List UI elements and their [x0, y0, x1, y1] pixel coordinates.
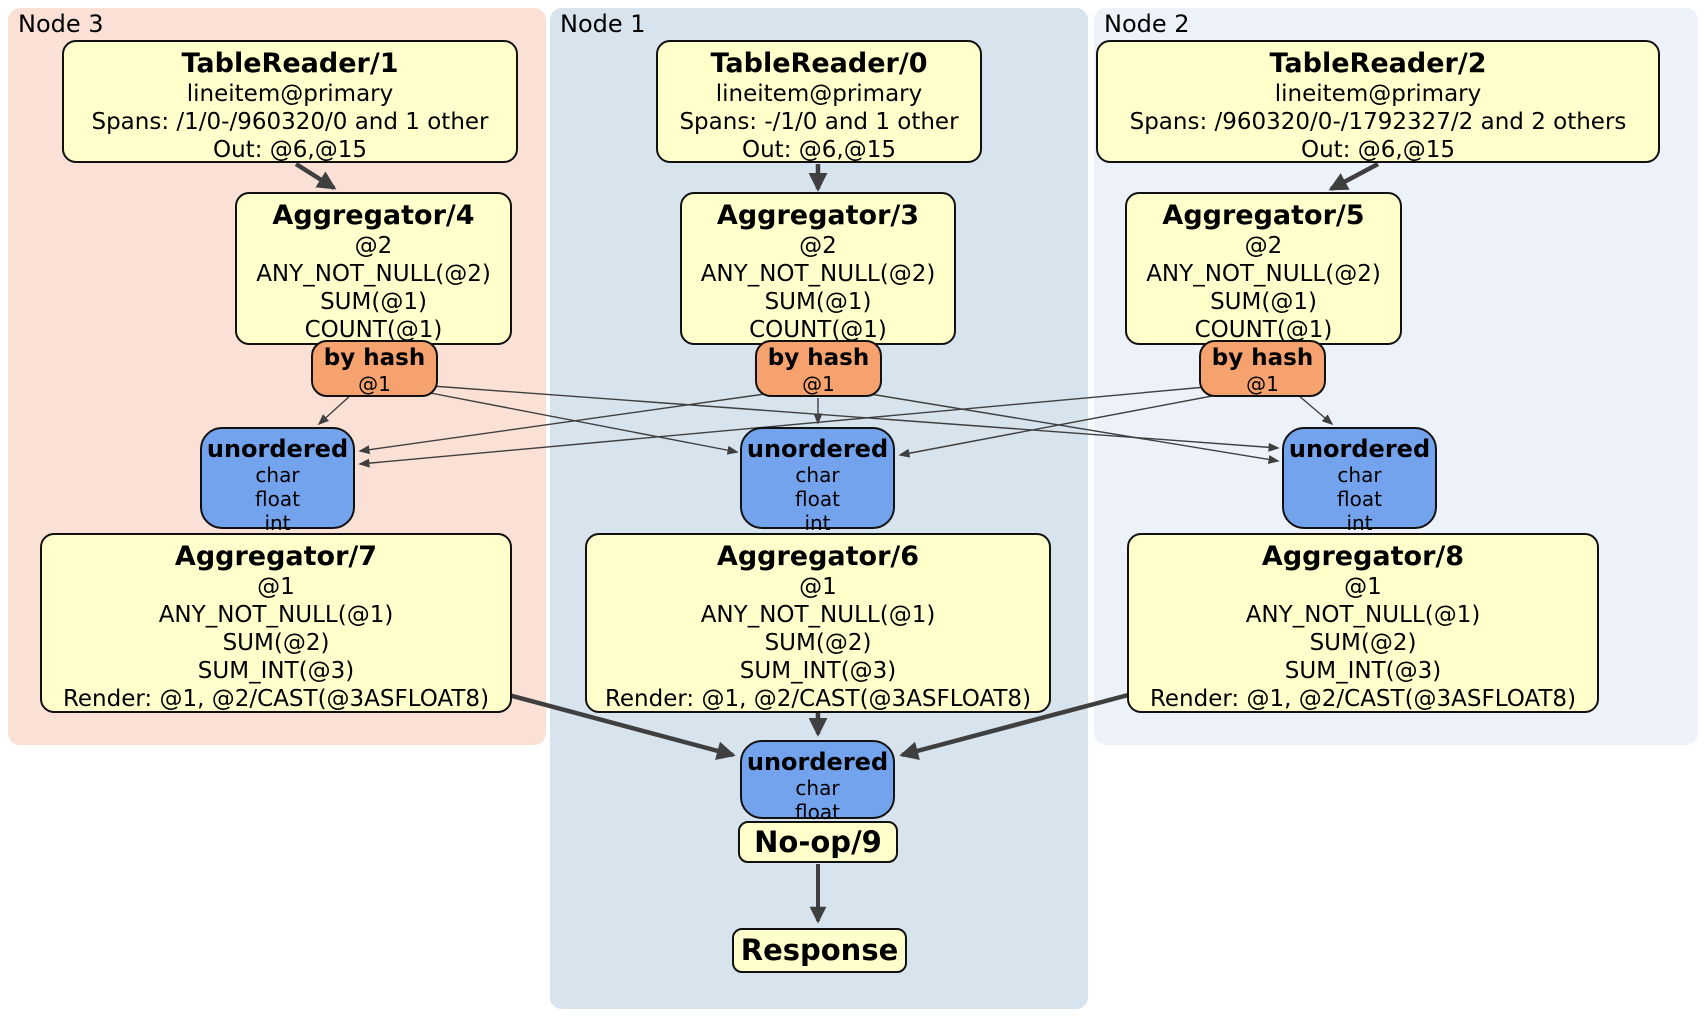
aggregator-5-fn2: SUM(@1): [1210, 289, 1317, 315]
tablereader-0-out: Out: @6,@15: [742, 137, 896, 163]
aggregator-7-title: Aggregator/7: [174, 541, 378, 572]
tablereader-2-title: TableReader/2: [1269, 48, 1487, 79]
sync-final-col2: float: [795, 800, 840, 824]
aggregator-8-group: @1: [1344, 574, 1382, 600]
tablereader-2-out: Out: @6,@15: [1301, 137, 1455, 163]
aggregator-7-group: @1: [257, 574, 295, 600]
aggregator-7-fn3: SUM_INT(@3): [197, 658, 355, 684]
tablereader-0-spans: Spans: -/1/0 and 1 other: [679, 109, 959, 135]
aggregator-8-render: Render: @1, @2/CAST(@3ASFLOAT8): [1149, 686, 1577, 712]
hash-router-node1: by hash @1: [755, 340, 882, 397]
aggregator-7-node: Aggregator/7 @1 ANY_NOT_NULL(@1) SUM(@2)…: [40, 533, 512, 713]
sync-final-col1: char: [795, 776, 840, 800]
aggregator-8-title: Aggregator/8: [1261, 541, 1465, 572]
aggregator-3-fn3: COUNT(@1): [749, 317, 887, 343]
aggregator-5-fn3: COUNT(@1): [1194, 317, 1333, 343]
aggregator-5-node: Aggregator/5 @2 ANY_NOT_NULL(@2) SUM(@1)…: [1125, 192, 1402, 345]
aggregator-4-fn1: ANY_NOT_NULL(@2): [256, 261, 491, 287]
node2-label: Node 2: [1104, 10, 1190, 38]
hash-router-node1-key: @1: [802, 372, 835, 396]
sync-node2-col1: char: [1337, 463, 1382, 487]
aggregator-5-title: Aggregator/5: [1162, 200, 1365, 231]
sync-node3-col3: int: [264, 511, 291, 535]
aggregator-6-fn1: ANY_NOT_NULL(@1): [700, 602, 936, 628]
tablereader-0-index: lineitem@primary: [715, 81, 923, 107]
sync-node2-col2: float: [1337, 487, 1382, 511]
sync-final-title: unordered: [746, 748, 889, 776]
aggregator-7-render: Render: @1, @2/CAST(@3ASFLOAT8): [62, 686, 490, 712]
aggregator-8-fn2: SUM(@2): [1309, 630, 1417, 656]
tablereader-1-index: lineitem@primary: [186, 81, 394, 107]
tablereader-1-out: Out: @6,@15: [213, 137, 367, 163]
hash-router-node3-key: @1: [358, 372, 391, 396]
aggregator-3-title: Aggregator/3: [716, 200, 920, 231]
hash-router-node2: by hash @1: [1199, 340, 1326, 397]
aggregator-8-fn3: SUM_INT(@3): [1284, 658, 1442, 684]
aggregator-4-fn3: COUNT(@1): [304, 317, 443, 343]
sync-node1-col1: char: [795, 463, 840, 487]
sync-node2-title: unordered: [1288, 435, 1431, 463]
node1-label: Node 1: [560, 10, 646, 38]
noop-title: No-op/9: [754, 825, 882, 859]
sync-unordered-final: unordered char float: [740, 740, 895, 824]
aggregator-3-fn2: SUM(@1): [764, 289, 872, 315]
hash-router-node1-title: by hash: [767, 345, 870, 371]
hash-router-node2-title: by hash: [1211, 345, 1314, 371]
sync-node3-title: unordered: [206, 435, 349, 463]
sync-node1-col2: float: [795, 487, 840, 511]
hash-router-node2-key: @1: [1246, 372, 1279, 396]
aggregator-6-render: Render: @1, @2/CAST(@3ASFLOAT8): [604, 686, 1032, 712]
tablereader-0-node: TableReader/0 lineitem@primary Spans: -/…: [656, 40, 982, 163]
sync-node1-title: unordered: [746, 435, 889, 463]
aggregator-6-title: Aggregator/6: [716, 541, 920, 572]
aggregator-4-title: Aggregator/4: [272, 200, 475, 231]
aggregator-3-node: Aggregator/3 @2 ANY_NOT_NULL(@2) SUM(@1)…: [680, 192, 956, 345]
noop-node: No-op/9: [738, 821, 898, 863]
sync-node1-col3: int: [804, 511, 831, 535]
node3-label: Node 3: [18, 10, 104, 38]
aggregator-4-group: @2: [354, 233, 393, 259]
aggregator-5-fn1: ANY_NOT_NULL(@2): [1146, 261, 1381, 287]
aggregator-6-fn3: SUM_INT(@3): [739, 658, 897, 684]
aggregator-5-group: @2: [1244, 233, 1283, 259]
aggregator-6-group: @1: [799, 574, 837, 600]
aggregator-3-group: @2: [799, 233, 837, 259]
tablereader-1-spans: Spans: /1/0-/960320/0 and 1 other: [91, 109, 489, 135]
tablereader-2-spans: Spans: /960320/0-/1792327/2 and 2 others: [1129, 109, 1627, 135]
response-node: Response: [732, 928, 907, 973]
tablereader-2-index: lineitem@primary: [1274, 81, 1482, 107]
sync-unordered-node2: unordered char float int: [1282, 427, 1437, 535]
aggregator-8-fn1: ANY_NOT_NULL(@1): [1245, 602, 1481, 628]
aggregator-4-node: Aggregator/4 @2 ANY_NOT_NULL(@2) SUM(@1)…: [235, 192, 512, 345]
tablereader-0-title: TableReader/0: [710, 48, 928, 79]
aggregator-6-node: Aggregator/6 @1 ANY_NOT_NULL(@1) SUM(@2)…: [585, 533, 1051, 713]
hash-router-node3-title: by hash: [323, 345, 426, 371]
tablereader-1-title: TableReader/1: [181, 48, 399, 79]
tablereader-1-node: TableReader/1 lineitem@primary Spans: /1…: [62, 40, 518, 163]
aggregator-4-fn2: SUM(@1): [320, 289, 427, 315]
sync-unordered-node1: unordered char float int: [740, 427, 895, 535]
response-title: Response: [740, 933, 899, 967]
sync-unordered-node3: unordered char float int: [200, 427, 355, 535]
sync-node3-col1: char: [255, 463, 300, 487]
aggregator-3-fn1: ANY_NOT_NULL(@2): [700, 261, 936, 287]
aggregator-7-fn2: SUM(@2): [222, 630, 330, 656]
aggregator-6-fn2: SUM(@2): [764, 630, 872, 656]
hash-router-node3: by hash @1: [311, 340, 438, 397]
sync-node2-col3: int: [1346, 511, 1373, 535]
aggregator-8-node: Aggregator/8 @1 ANY_NOT_NULL(@1) SUM(@2)…: [1127, 533, 1599, 713]
sync-node3-col2: float: [255, 487, 300, 511]
tablereader-2-node: TableReader/2 lineitem@primary Spans: /9…: [1096, 40, 1660, 163]
aggregator-7-fn1: ANY_NOT_NULL(@1): [158, 602, 394, 628]
